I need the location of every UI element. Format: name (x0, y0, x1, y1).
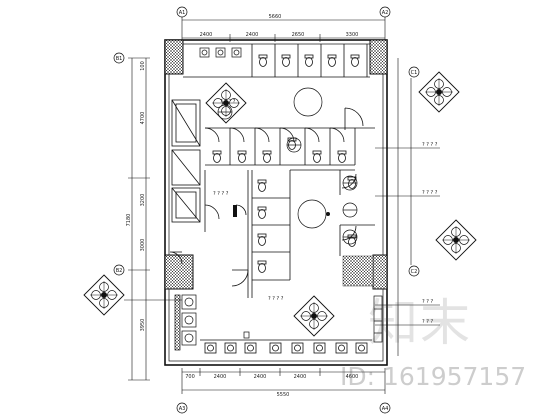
door-swing (344, 107, 364, 130)
note-label: ? ? ? ? (422, 190, 438, 196)
svg-text:A2: A2 (382, 10, 389, 16)
top-dimension-chain: 5660 2400 2400 2650 3300 (181, 14, 386, 42)
column (369, 39, 388, 75)
toilet (350, 54, 360, 67)
dim-top-total: 5660 (269, 14, 282, 20)
left-locker-stack (171, 99, 201, 223)
top-urinal-row (199, 47, 242, 58)
middle-stall-row (204, 127, 375, 166)
room-label: ? ? ? ? (213, 191, 229, 197)
watermark-logo: 知末 (368, 294, 472, 352)
top-stall-row (183, 44, 370, 78)
dim-bottom-seg: 2400 (214, 374, 227, 380)
toilet (262, 150, 272, 163)
floor-drain (243, 331, 250, 339)
dim-left-seg: 3200 (140, 194, 146, 207)
grid-bubble-b1: B1 (113, 52, 125, 64)
toilet (257, 260, 267, 273)
toilet (258, 54, 268, 67)
toilet (312, 150, 322, 163)
toilet (257, 206, 267, 219)
toilet (281, 54, 291, 67)
note-label: ? ? ? ? (422, 142, 438, 148)
toilet (327, 54, 337, 67)
svg-text:C1: C1 (411, 70, 418, 76)
bottom-dimension-chain: 700 2400 2400 2400 4600 5550 (181, 368, 386, 398)
dim-top-seg: 3300 (346, 32, 359, 38)
left-dimension-chain: 7180 4700 3200 3000 3950 100 (126, 57, 150, 381)
left-basin-column (174, 294, 197, 351)
index-symbol-small (205, 82, 247, 124)
note-label: ? ? ? (422, 299, 433, 305)
dim-left-seg: 4700 (140, 112, 146, 125)
circle-tags (217, 104, 358, 245)
svg-text:B2: B2 (116, 268, 123, 274)
index-symbol (83, 274, 125, 316)
svg-text:A3: A3 (179, 406, 186, 412)
grid-bubble-a3: A3 (176, 402, 188, 414)
toilet (212, 150, 222, 163)
turning-circle (293, 87, 323, 117)
dim-top-seg: 2400 (200, 32, 213, 38)
dim-bottom-seg: 2400 (254, 374, 267, 380)
index-symbol (418, 71, 460, 113)
column (342, 255, 374, 287)
grid-bubble-a4: A4 (379, 402, 391, 414)
dim-left-seg: 3950 (140, 319, 146, 332)
dim-left-top: 100 (140, 61, 146, 71)
index-symbol (293, 295, 335, 337)
grid-bubble-a1: A1 (176, 6, 188, 18)
column (164, 39, 184, 75)
dim-top-seg: 2650 (292, 32, 305, 38)
turning-circle (326, 212, 330, 216)
toilet (237, 150, 247, 163)
entry-door (169, 251, 183, 265)
dim-bottom-seg: 4600 (346, 374, 359, 380)
toilet (257, 179, 267, 192)
right-callouts (375, 58, 440, 356)
grid-bubble-a2: A2 (379, 6, 391, 18)
dim-left-total: 7180 (126, 214, 132, 227)
grid-bubble-c2: C2 (408, 265, 420, 277)
toilet (337, 150, 347, 163)
svg-text:C2: C2 (411, 269, 418, 275)
dim-bottom-seg: 2400 (294, 374, 307, 380)
washbasin-counter (200, 339, 372, 354)
watermark-id: ID: 161957157 (340, 362, 527, 391)
column (164, 254, 194, 290)
toilet (257, 233, 267, 246)
dim-bottom-seg: 700 (185, 374, 195, 380)
outer-walls (164, 39, 388, 366)
dim-left-seg: 3000 (140, 239, 146, 252)
grid-bubble-c1: C1 (408, 66, 420, 78)
toilet (304, 54, 314, 67)
partition-door-block (233, 205, 237, 217)
right-lower-counter (373, 295, 383, 343)
dim-bottom-total: 5550 (277, 392, 290, 398)
room-label: ? ? ? ? (268, 296, 284, 302)
index-symbol (435, 219, 477, 261)
grid-bubble-b2: B2 (113, 264, 125, 276)
svg-text:A4: A4 (382, 406, 389, 412)
svg-text:B1: B1 (116, 56, 123, 62)
turning-circle (297, 199, 327, 229)
svg-text:A1: A1 (179, 10, 186, 16)
note-label: ? ? ? (422, 319, 433, 325)
dim-top-seg: 2400 (246, 32, 259, 38)
